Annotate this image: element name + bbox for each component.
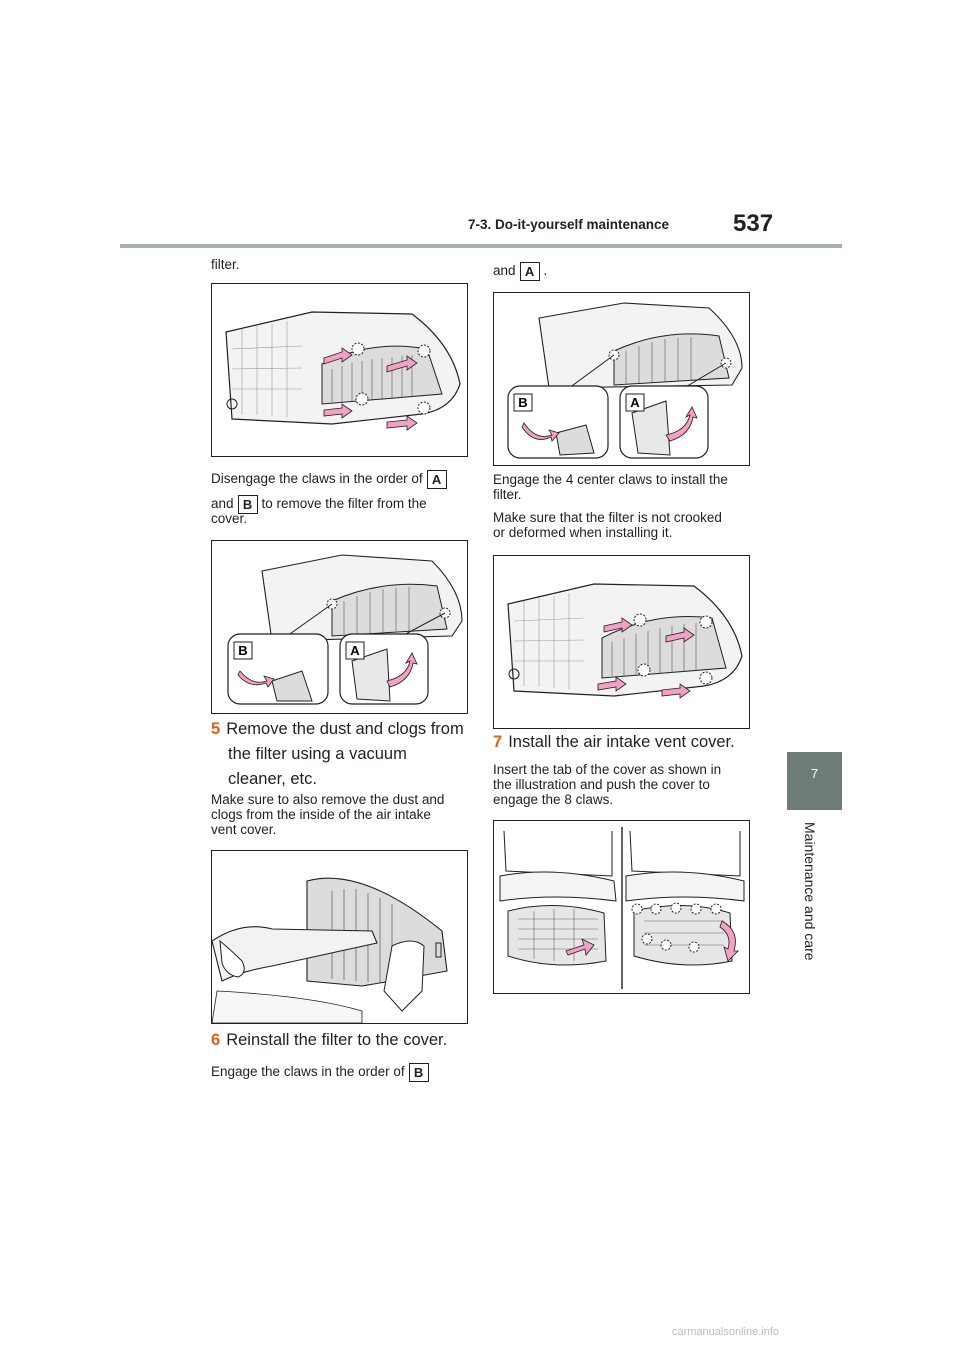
figure-install-claws: B A <box>493 292 750 466</box>
fig-label-b-right: B <box>518 395 527 410</box>
note-right-line2: or deformed when installing it. <box>493 525 673 540</box>
insert-tab-instruction: Insert the tab of the cover as shown in … <box>493 762 753 807</box>
label-a-badge-right: A <box>519 262 540 281</box>
step-6-number: 6 <box>211 1031 221 1049</box>
fig-label-a: A <box>350 643 360 658</box>
figure-claws-detail: B A <box>211 540 468 714</box>
figure-install-arrows <box>493 555 750 729</box>
label-a-badge: A <box>426 470 447 489</box>
header-divider <box>120 244 842 248</box>
note-line2: clogs from the inside of the air intake <box>211 807 431 822</box>
chapter-label: Maintenance and care <box>802 822 818 961</box>
figure-seat-cover <box>493 820 750 994</box>
disengage-instruction-line3: cover. <box>211 511 248 526</box>
step-5-text-line3: cleaner, etc. <box>228 770 317 788</box>
step-7-text: Install the air intake vent cover. <box>508 733 735 751</box>
step-5-text-line2: the filter using a vacuum <box>228 745 407 763</box>
install-claws-illustration: B A <box>507 302 743 459</box>
chapter-number: 7 <box>810 766 819 781</box>
install-arrows-illustration <box>507 583 743 699</box>
step-6-text: Reinstall the filter to the cover. <box>226 1031 448 1049</box>
page-number: 537 <box>733 210 774 237</box>
note-right-line1: Make sure that the filter is not crooked <box>493 510 722 525</box>
claws-detail-illustration: B A <box>227 554 463 705</box>
step-6: 6 Reinstall the filter to the cover. <box>211 1028 471 1053</box>
insert-line3: engage the 8 claws. <box>493 792 614 807</box>
section-title: 7-3. Do-it-yourself maintenance <box>468 217 670 232</box>
label-b-badge: B <box>237 495 258 514</box>
note-line3: vent cover. <box>211 822 277 837</box>
note-line1: Make sure to also remove the dust and <box>211 792 445 807</box>
step-5-number: 5 <box>211 720 221 738</box>
step-7-number: 7 <box>493 733 503 751</box>
fig-label-b: B <box>238 643 247 658</box>
continued-text: filter. <box>211 257 240 272</box>
filter-cover-illustration <box>225 311 461 431</box>
vacuum-cleaner-illustration <box>212 877 448 1023</box>
fig-label-a-right: A <box>630 395 640 410</box>
insert-line1: Insert the tab of the cover as shown in <box>493 762 722 777</box>
period-text: . <box>543 263 548 279</box>
chapter-tab <box>787 752 842 810</box>
step-5-text-line1: Remove the dust and clogs from <box>226 720 464 738</box>
watermark: carmanualsonline.info <box>672 1326 780 1338</box>
disengage-text: Disengage the claws in the order of <box>211 471 423 487</box>
and-text-right: and <box>493 263 516 279</box>
figure-vacuum <box>211 850 468 1024</box>
step-7: 7 Install the air intake vent cover. <box>493 730 763 755</box>
engage4-line1: Engage the 4 center claws to install the <box>493 472 728 487</box>
step-5-note: Make sure to also remove the dust and cl… <box>211 792 471 837</box>
engage-text: Engage the claws in the order of <box>211 1064 405 1080</box>
seat-vent-cover-illustration <box>499 827 745 989</box>
engage4-line2: filter. <box>493 487 522 502</box>
engage-label-b-badge: B <box>408 1063 429 1082</box>
filter-straight-note: Make sure that the filter is not crooked… <box>493 510 753 540</box>
step-5: 5 Remove the dust and clogs from the filt… <box>211 717 471 792</box>
engage-4-claws-text: Engage the 4 center claws to install the… <box>493 472 753 502</box>
and-text: and <box>211 496 234 512</box>
insert-line2: the illustration and push the cover to <box>493 777 710 792</box>
figure-filter-arrows <box>211 283 468 457</box>
remove-filter-text: to remove the filter from the <box>261 496 427 512</box>
